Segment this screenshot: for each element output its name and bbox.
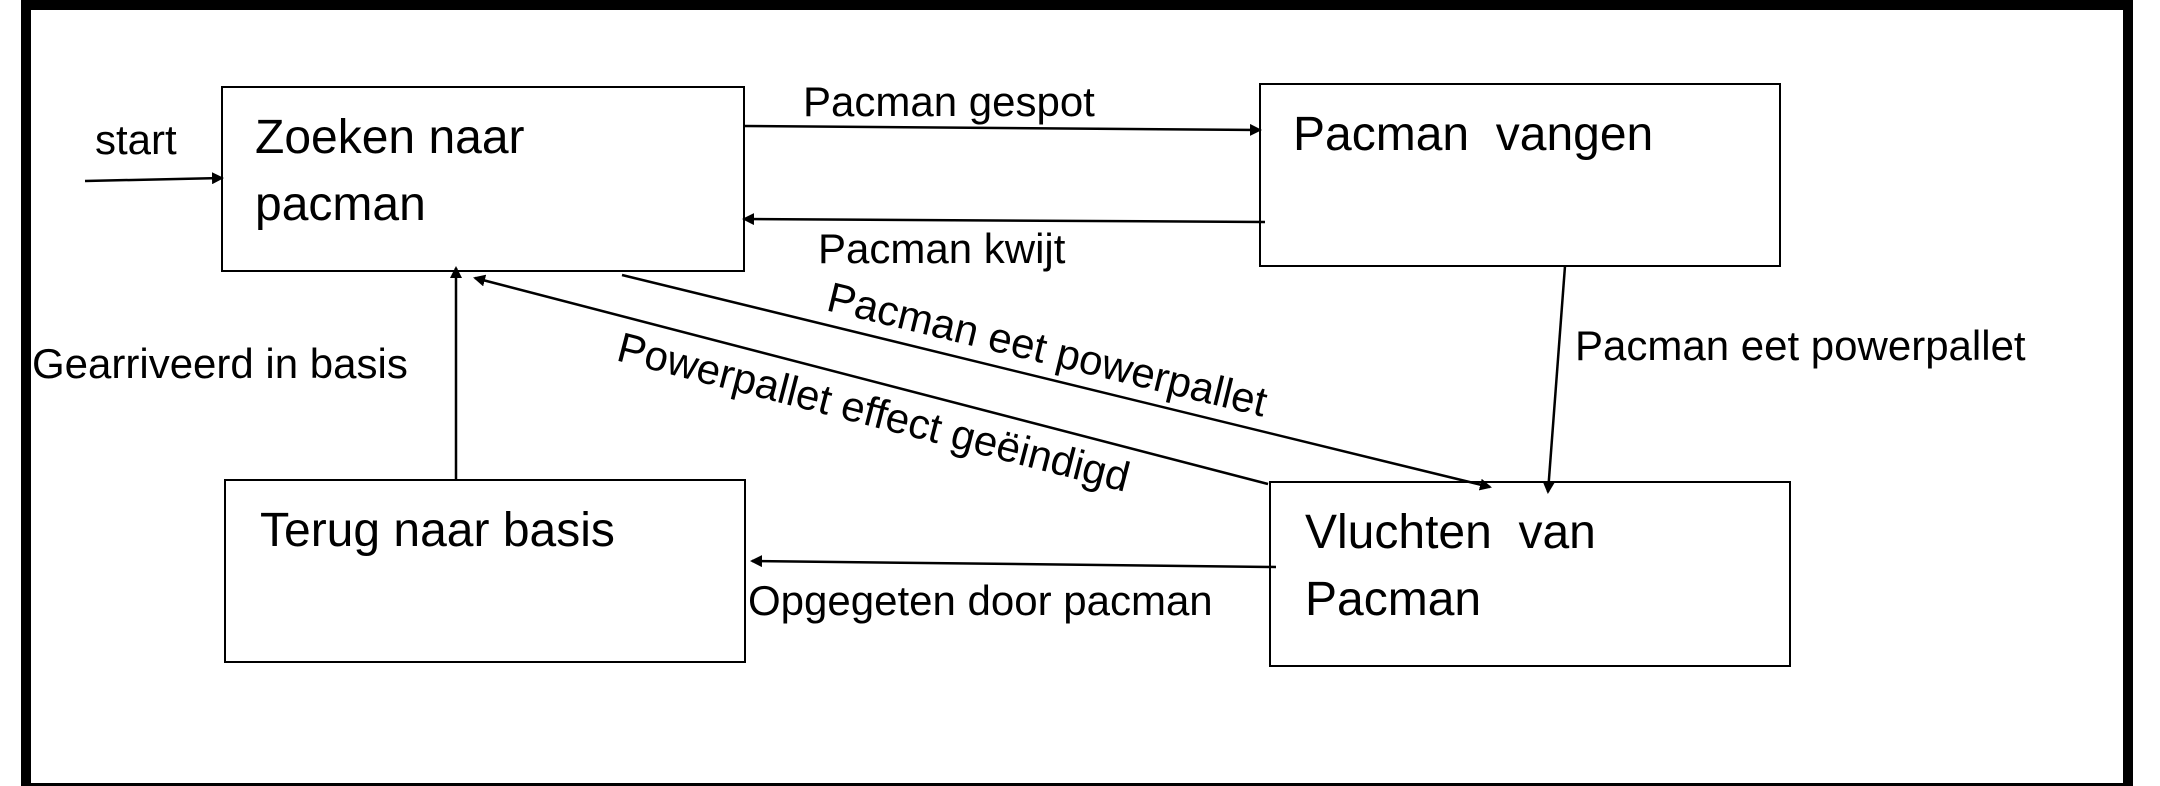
transition-pacman-gespot: Pacman gespot: [743, 78, 1262, 136]
state-zoeken-naar-pacman: Zoeken naar pacman: [221, 86, 745, 272]
state-vluchten-label-line-2: Pacman: [1305, 573, 1481, 626]
transition-opgegeten-door-pacman-label: Opgegeten door pacman: [748, 577, 1213, 624]
transition-start: start: [84, 116, 224, 185]
state-vluchten-label-line-1: Vluchten van: [1305, 506, 1596, 559]
transition-eet-powerpallet-from-vangen: Pacman eet powerpallet: [1542, 265, 2026, 494]
transition-pacman-kwijt-label: Pacman kwijt: [818, 225, 1066, 272]
state-zoeken-label-line-2: pacman: [255, 178, 426, 231]
transition-pacman-kwijt: Pacman kwijt: [742, 213, 1266, 272]
transition-opgegeten-door-pacman: Opgegeten door pacman: [748, 555, 1277, 624]
state-zoeken-label-line-1: Zoeken naar: [255, 111, 525, 164]
transition-start-label: start: [95, 116, 177, 163]
state-pacman-vangen: Pacman vangen: [1259, 83, 1781, 267]
transition-eet-powerpallet-from-vangen-label: Pacman eet powerpallet: [1575, 322, 2026, 369]
state-vangen-label: Pacman vangen: [1293, 108, 1653, 161]
transition-pacman-gespot-label: Pacman gespot: [803, 78, 1095, 125]
state-terug-label: Terug naar basis: [260, 504, 615, 557]
diagram-frame: [21, 0, 2133, 786]
transition-gearriveerd-in-basis-label: Gearriveerd in basis: [32, 340, 408, 387]
state-vluchten-van-pacman: Vluchten van Pacman: [1269, 481, 1791, 667]
transition-gearriveerd-in-basis: Gearriveerd in basis: [32, 266, 462, 480]
state-terug-naar-basis: Terug naar basis: [224, 479, 746, 663]
